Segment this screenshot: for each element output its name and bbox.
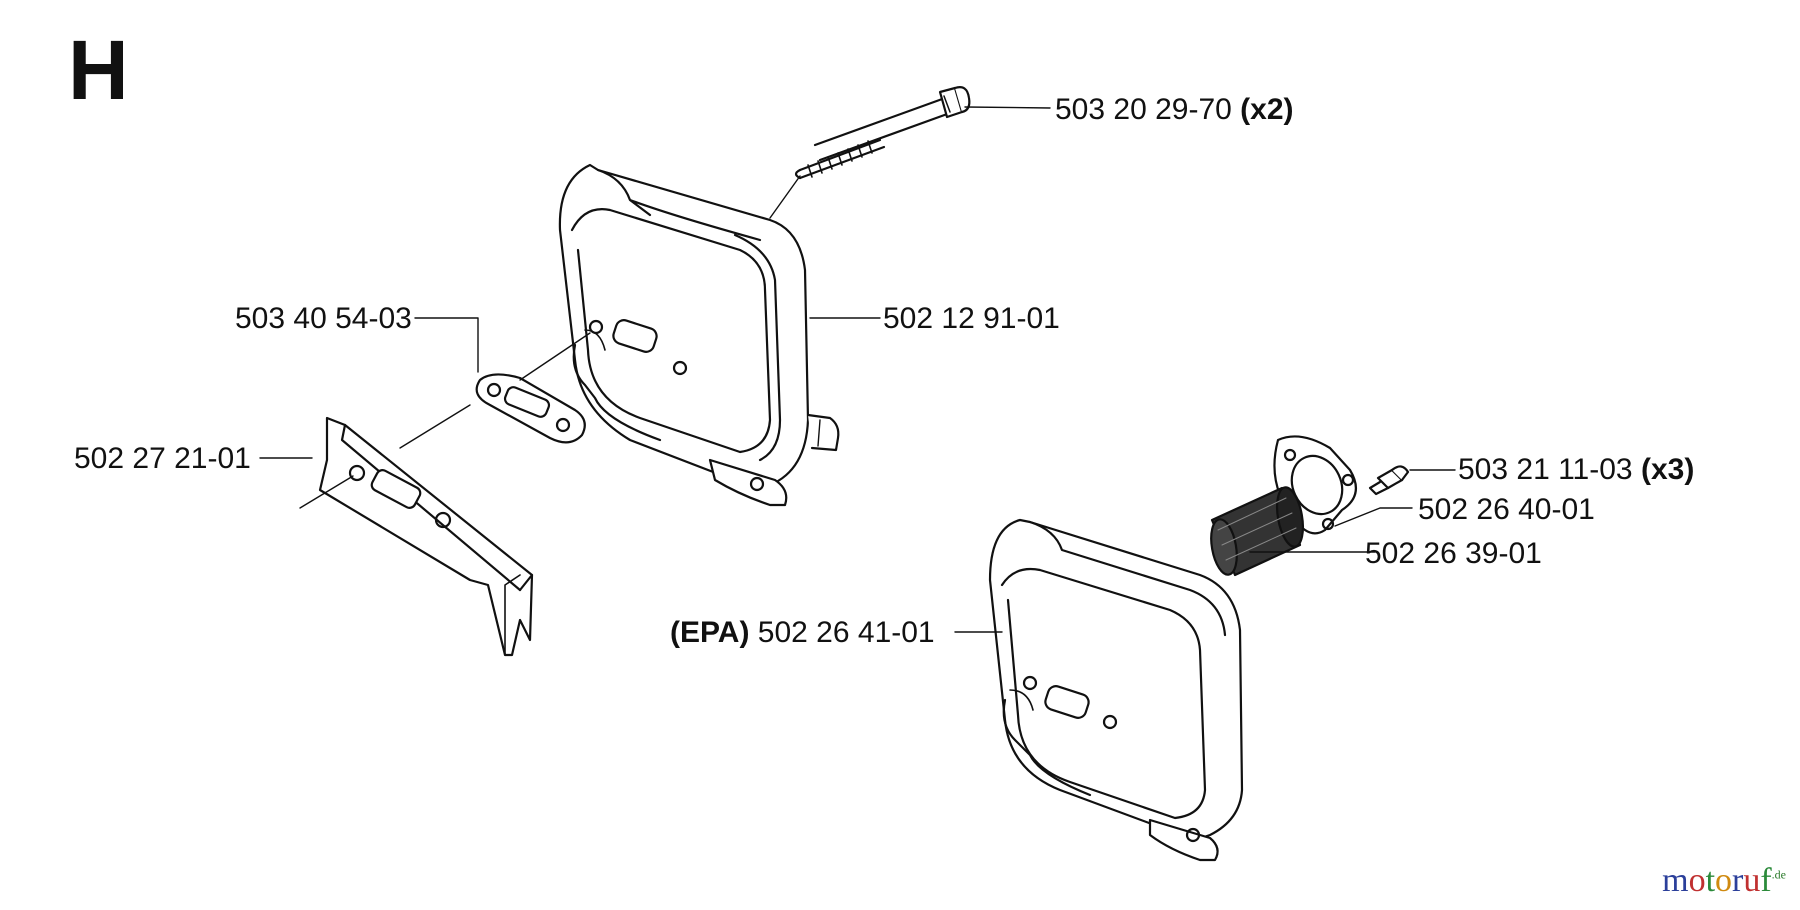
label-screw: 503 21 11-03 (x3): [1458, 455, 1694, 485]
part-number: 502 27 21-01: [74, 442, 251, 475]
part-number: 502 12 91-01: [883, 302, 1060, 335]
bolt-drawing: [769, 86, 1051, 219]
part-number: 502 26 41-01: [757, 616, 935, 649]
watermark-logo: motoruf.de: [1662, 864, 1786, 898]
part-number: 503 21 11-03: [1458, 453, 1633, 486]
epa-muffler-drawing: [954, 518, 1244, 862]
quantity: (x2): [1240, 93, 1294, 126]
heat-shield-drawing: [259, 416, 534, 657]
section-letter: H: [68, 23, 129, 117]
label-spark-screen-cover: 502 26 40-01: [1418, 495, 1595, 525]
watermark-letter: r: [1732, 862, 1744, 899]
watermark-letter: o: [1715, 862, 1733, 899]
part-number: 503 40 54-03: [235, 302, 412, 335]
watermark-letter: o: [1688, 862, 1706, 899]
watermark-letter: u: [1743, 862, 1761, 899]
gasket-drawing: [399, 317, 591, 449]
label-heat-shield: 502 27 21-01: [74, 444, 251, 474]
label-bolt: 503 20 29-70 (x2): [1055, 95, 1294, 125]
part-number: 503 20 29-70: [1055, 93, 1232, 126]
label-epa-muffler: (EPA) 502 26 41-01: [670, 618, 935, 648]
label-muffler-cover: 502 12 91-01: [883, 304, 1060, 334]
quantity: (x3): [1640, 453, 1695, 486]
watermark-letter: m: [1662, 862, 1689, 899]
part-number: 502 26 39-01: [1365, 537, 1542, 570]
spark-screen-drawing: [1210, 486, 1376, 577]
part-number: 502 26 40-01: [1418, 493, 1595, 526]
watermark-letters: motoruf: [1662, 862, 1772, 899]
label-gasket: 503 40 54-03: [235, 304, 412, 334]
epa-prefix: (EPA): [670, 616, 750, 649]
screw-drawing: [1368, 465, 1456, 496]
label-spark-screen: 502 26 39-01: [1365, 539, 1542, 569]
muffler-cover-drawing: [558, 163, 881, 507]
watermark-letter: t: [1705, 862, 1716, 899]
watermark-suffix: .de: [1771, 867, 1786, 882]
watermark-letter: f: [1760, 862, 1772, 899]
